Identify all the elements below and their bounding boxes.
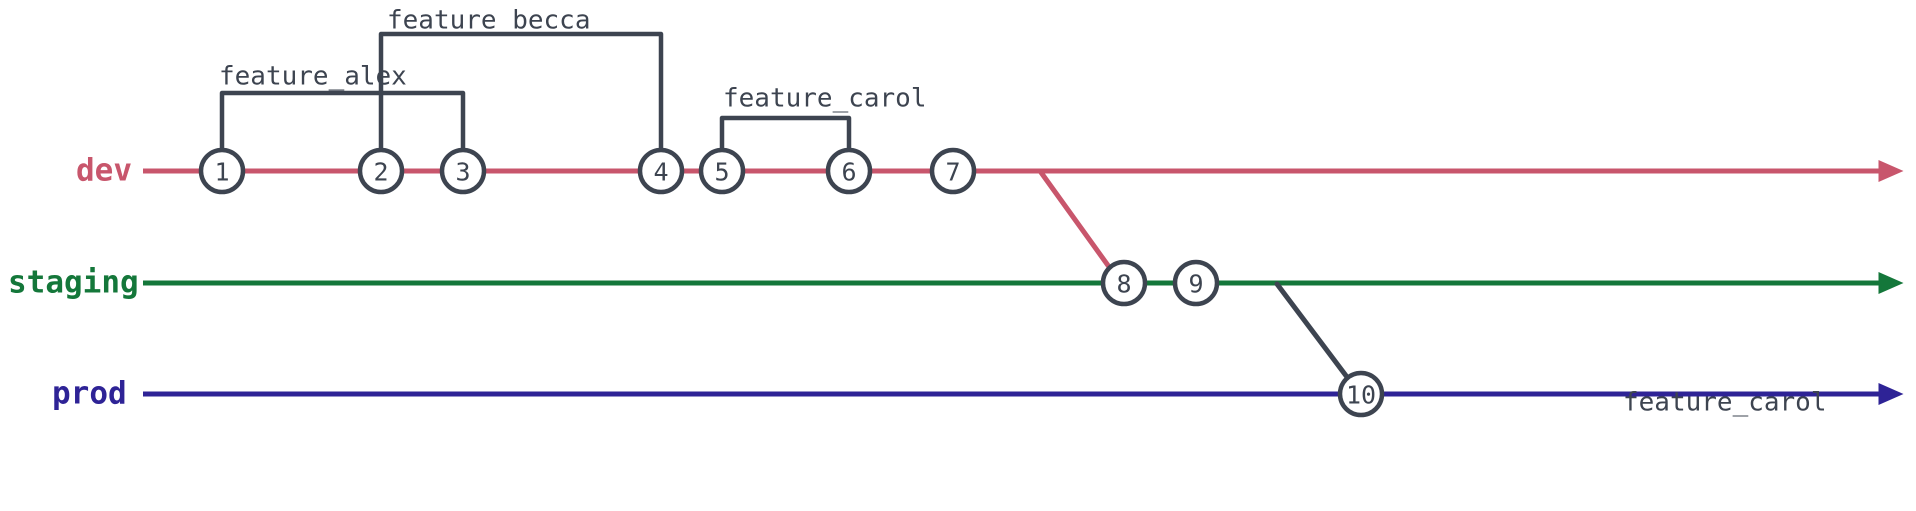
commit-label-1: 1 xyxy=(214,158,229,187)
commit-circle-3[interactable] xyxy=(439,147,487,195)
commit-circle-8[interactable] xyxy=(1100,259,1148,307)
commit-node-4[interactable]: 4 xyxy=(637,147,685,195)
commit-label-8: 8 xyxy=(1116,270,1131,299)
merge-staging-to-prod xyxy=(1274,281,1353,384)
merge-dev-to-staging xyxy=(1037,168,1115,274)
commit-circle-6[interactable] xyxy=(825,147,873,195)
branch-label-staging: staging xyxy=(8,265,139,301)
bracket-feature-becca xyxy=(378,31,664,153)
commit-label-5: 5 xyxy=(714,158,729,187)
commit-node-8[interactable]: 8 xyxy=(1100,259,1148,307)
commit-label-4: 4 xyxy=(653,158,668,187)
commit-node-3[interactable]: 3 xyxy=(439,147,487,195)
commit-label-6: 6 xyxy=(841,158,856,187)
bracket-feature-alex xyxy=(219,90,466,153)
commit-label-10: 10 xyxy=(1346,381,1376,410)
commit-node-6[interactable]: 6 xyxy=(825,147,873,195)
commit-node-2[interactable]: 2 xyxy=(357,147,405,195)
commit-node-5[interactable]: 5 xyxy=(698,147,746,195)
commit-circle-1[interactable] xyxy=(198,147,246,195)
merge-connectors xyxy=(1037,168,1353,384)
commit-node-9[interactable]: 9 xyxy=(1172,259,1220,307)
commit-label-2: 2 xyxy=(373,158,388,187)
branch-label-dev: dev xyxy=(76,153,132,189)
feature-label-becca: feature_becca xyxy=(387,6,591,36)
commit-circle-7[interactable] xyxy=(929,147,977,195)
feature-brackets xyxy=(219,31,852,153)
commit-circle-9[interactable] xyxy=(1172,259,1220,307)
bracket-feature-carol-dev xyxy=(719,115,852,153)
commit-circle-5[interactable] xyxy=(698,147,746,195)
branch-lines xyxy=(143,160,1904,405)
feature-label-alex: feature_alex xyxy=(219,62,407,92)
branch-label-prod: prod xyxy=(52,376,127,412)
commit-label-9: 9 xyxy=(1188,270,1203,299)
feature-label-carol-prod: feature_carol xyxy=(1623,388,1827,418)
commit-circle-10[interactable] xyxy=(1337,370,1385,418)
feature-label-carol-dev: feature_carol xyxy=(723,84,927,114)
commit-node-7[interactable]: 7 xyxy=(929,147,977,195)
branch-labels: dev staging prod xyxy=(8,153,139,412)
commit-label-3: 3 xyxy=(455,158,470,187)
commit-circle-4[interactable] xyxy=(637,147,685,195)
commit-circle-2[interactable] xyxy=(357,147,405,195)
commit-nodes: 1 2 3 4 5 6 7 xyxy=(198,147,1385,418)
commit-label-7: 7 xyxy=(945,158,960,187)
feature-labels: feature_alex feature_becca feature_carol… xyxy=(219,6,1827,418)
commit-node-10[interactable]: 10 xyxy=(1337,370,1385,418)
commit-node-1[interactable]: 1 xyxy=(198,147,246,195)
